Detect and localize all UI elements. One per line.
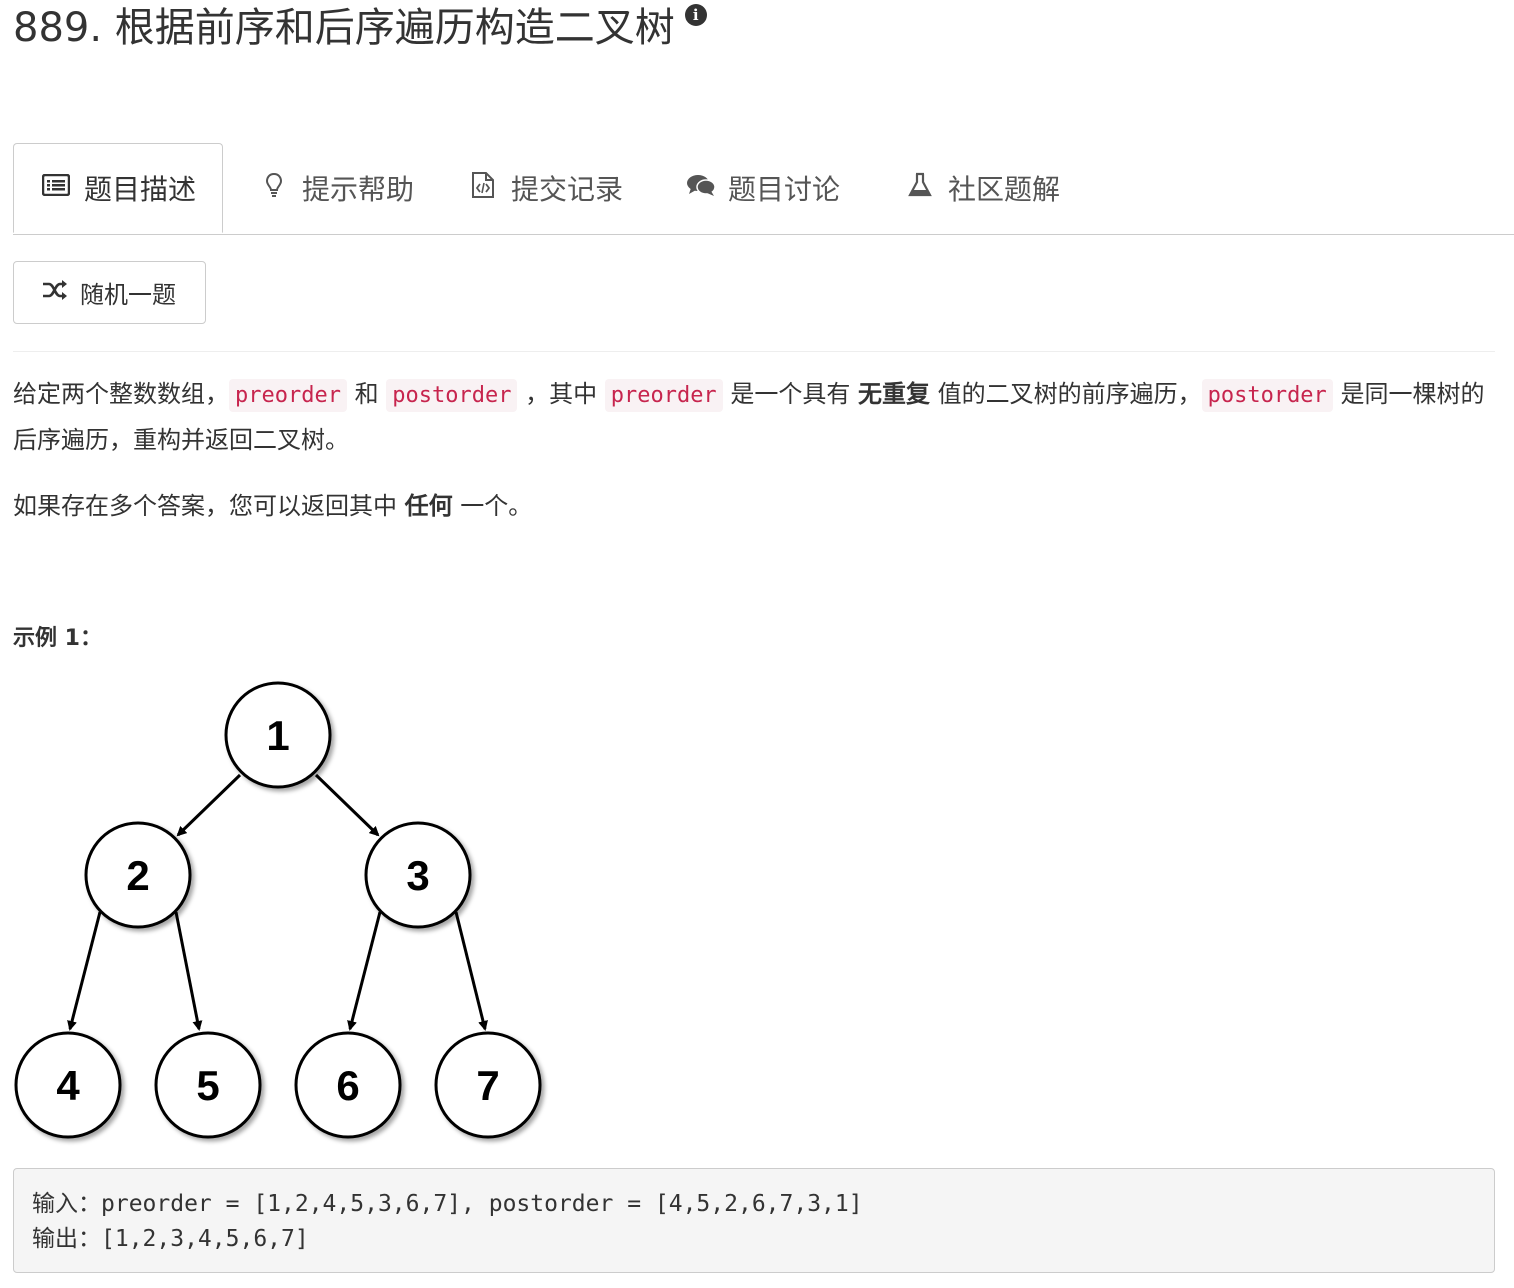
- random-button-label: 随机一题: [80, 281, 176, 309]
- page-title: 889. 根据前序和后序遍历构造二叉树: [13, 5, 675, 51]
- tree-edge: [67, 911, 102, 1031]
- tab-hints[interactable]: 提示帮助: [260, 143, 414, 233]
- divider: [13, 351, 1495, 352]
- tab-description[interactable]: 题目描述: [13, 143, 223, 233]
- tree-node-label: 2: [126, 852, 149, 899]
- tab-solutions[interactable]: 社区题解: [906, 143, 1060, 233]
- random-problem-button[interactable]: 随机一题: [13, 261, 206, 324]
- example-output-line: 输出：[1,2,3,4,5,6,7]: [32, 1226, 309, 1252]
- bold-text: 无重复: [857, 380, 930, 408]
- tab-label: 提交记录: [511, 173, 624, 206]
- text: 如果存在多个答案，您可以返回其中: [13, 492, 405, 520]
- tree-node-label: 3: [406, 852, 429, 899]
- tree-node-label: 1: [266, 712, 289, 759]
- tab-label: 题目描述: [84, 173, 197, 206]
- problem-title-row: 889. 根据前序和后序遍历构造二叉树 i: [13, 2, 707, 54]
- tab-label: 提示帮助: [302, 173, 415, 206]
- code-file-icon: [469, 171, 497, 205]
- code-preorder: preorder: [229, 379, 347, 412]
- comments-icon: [686, 173, 716, 203]
- tab-discussion[interactable]: 题目讨论: [686, 143, 840, 233]
- code-preorder: preorder: [604, 379, 723, 412]
- tree-node-label: 5: [196, 1062, 219, 1109]
- tree-node: 5: [154, 1031, 262, 1139]
- tab-label: 题目讨论: [728, 173, 841, 206]
- example-input-line: 输入：preorder = [1,2,4,5,3,6,7], postorder…: [32, 1191, 863, 1217]
- flask-icon: [906, 172, 934, 204]
- tab-label: 社区题解: [948, 173, 1061, 206]
- info-icon[interactable]: i: [684, 4, 707, 26]
- example-title: 示例 1：: [13, 626, 102, 651]
- text: 值的二叉树的前序遍历，: [929, 380, 1202, 408]
- tab-submissions[interactable]: 提交记录: [469, 143, 623, 233]
- tree-edge: [176, 773, 242, 837]
- text: 是一个具有: [722, 380, 858, 408]
- tree-node: 7: [434, 1031, 542, 1139]
- code-postorder: postorder: [386, 379, 518, 412]
- text: 是同一棵树的后序遍历，重构并返回二叉树。: [13, 380, 1485, 454]
- description-paragraph-1: 给定两个整数数组，preorder 和 postorder ，其中 preord…: [13, 372, 1503, 462]
- bold-text: 任何: [404, 492, 453, 520]
- tree-edge: [314, 773, 380, 837]
- list-icon: [41, 173, 71, 202]
- tree-node: 3: [364, 821, 472, 929]
- tree-node: 2: [84, 821, 192, 929]
- text: 一个。: [452, 492, 533, 520]
- tree-edge: [174, 911, 203, 1031]
- binary-tree-diagram: 1 2 3 4 5 6 7: [14, 681, 542, 1139]
- text: 给定两个整数数组，: [13, 380, 229, 408]
- tree-edge: [454, 911, 488, 1031]
- text: 和: [346, 380, 387, 408]
- example-code-block: 输入：preorder = [1,2,4,5,3,6,7], postorder…: [13, 1168, 1495, 1273]
- text: ，其中: [517, 380, 605, 408]
- tree-node: 6: [294, 1031, 402, 1139]
- tree-edges: [67, 773, 488, 1031]
- tree-node-label: 7: [476, 1062, 499, 1109]
- shuffle-icon: [42, 279, 68, 306]
- tree-node-label: 6: [336, 1062, 359, 1109]
- tree-node-label: 4: [56, 1062, 80, 1109]
- tree-edge: [347, 911, 382, 1031]
- tree-node: 4: [14, 1031, 122, 1139]
- lightbulb-icon: [260, 172, 288, 204]
- code-postorder: postorder: [1201, 379, 1333, 412]
- tab-bar: 题目描述 提示帮助 提交记录 题目讨论 社区题解: [13, 143, 1514, 235]
- tree-node: 1: [224, 681, 332, 789]
- problem-description: 给定两个整数数组，preorder 和 postorder ，其中 preord…: [13, 372, 1503, 550]
- description-paragraph-2: 如果存在多个答案，您可以返回其中 任何 一个。: [13, 484, 1503, 528]
